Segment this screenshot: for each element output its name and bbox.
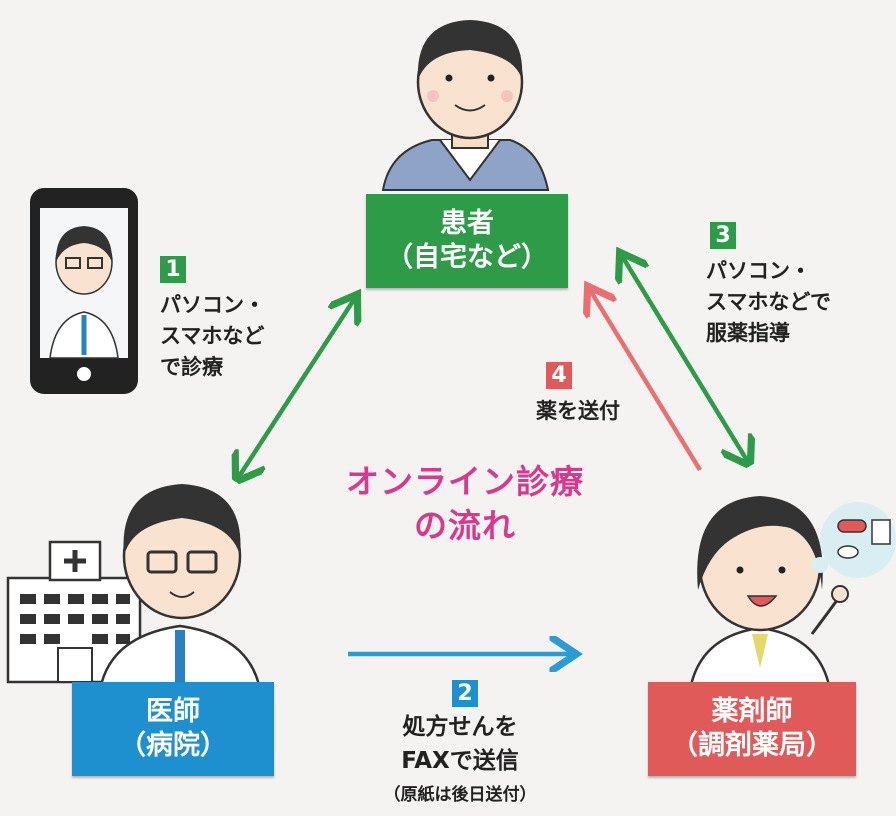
pharmacist-box: 薬剤師 （調剤薬局） bbox=[648, 682, 856, 776]
medicine-bubble-icon bbox=[812, 502, 896, 578]
step-2-badge: 2 bbox=[452, 680, 478, 707]
step-1-text: パソコン・ スマホなど で診療 bbox=[160, 290, 265, 383]
patient-sublabel: （自宅など） bbox=[386, 242, 548, 273]
step-3-badge: 3 bbox=[710, 222, 736, 249]
step-1-line: パソコン・ bbox=[160, 293, 265, 317]
pharmacist-label: 薬剤師 bbox=[711, 696, 793, 727]
patient-illustration bbox=[381, 20, 550, 191]
step-3-line: パソコン・ bbox=[706, 259, 811, 283]
pharmacist-illustration bbox=[688, 496, 849, 692]
arrow-pharmacist-patient-red bbox=[590, 290, 702, 472]
doctor-illustration bbox=[98, 484, 262, 692]
patient-label: 患者 bbox=[440, 208, 494, 239]
step-1-line: で診療 bbox=[160, 355, 223, 379]
pharmacist-sublabel: （調剤薬局） bbox=[671, 730, 833, 761]
step-2-note: （原紙は後日送付） bbox=[383, 785, 537, 805]
doctor-label: 医師 bbox=[146, 696, 200, 727]
step-3-text: パソコン・ スマホなどで 服薬指導 bbox=[706, 256, 831, 349]
diagram-title-line1: オンライン診療 bbox=[346, 462, 584, 501]
step-3-line: 服薬指導 bbox=[706, 321, 790, 345]
step-2-line: FAXで送信 bbox=[401, 748, 519, 774]
doctor-box: 医師 （病院） bbox=[72, 682, 274, 776]
smartphone-doctor-icon bbox=[30, 188, 138, 394]
step-4-line: 薬を送付 bbox=[536, 399, 620, 423]
step-4-badge: 4 bbox=[546, 362, 572, 389]
arrow-doctor-patient bbox=[238, 298, 355, 478]
step-2-line: 処方せんを bbox=[402, 714, 518, 740]
step-4-text: 薬を送付 bbox=[536, 396, 620, 427]
step-1-badge: 1 bbox=[160, 256, 186, 283]
doctor-sublabel: （病院） bbox=[119, 730, 227, 761]
diagram-title-line2: の流れ bbox=[414, 506, 516, 545]
diagram-title: オンライン診療 の流れ bbox=[330, 460, 600, 548]
step-2-text: 処方せんを FAXで送信 bbox=[340, 710, 580, 778]
arrow-pharmacist-patient-green bbox=[622, 256, 748, 462]
step-3-line: スマホなどで bbox=[706, 290, 831, 314]
patient-box: 患者 （自宅など） bbox=[366, 194, 568, 288]
step-1-line: スマホなど bbox=[160, 324, 265, 348]
